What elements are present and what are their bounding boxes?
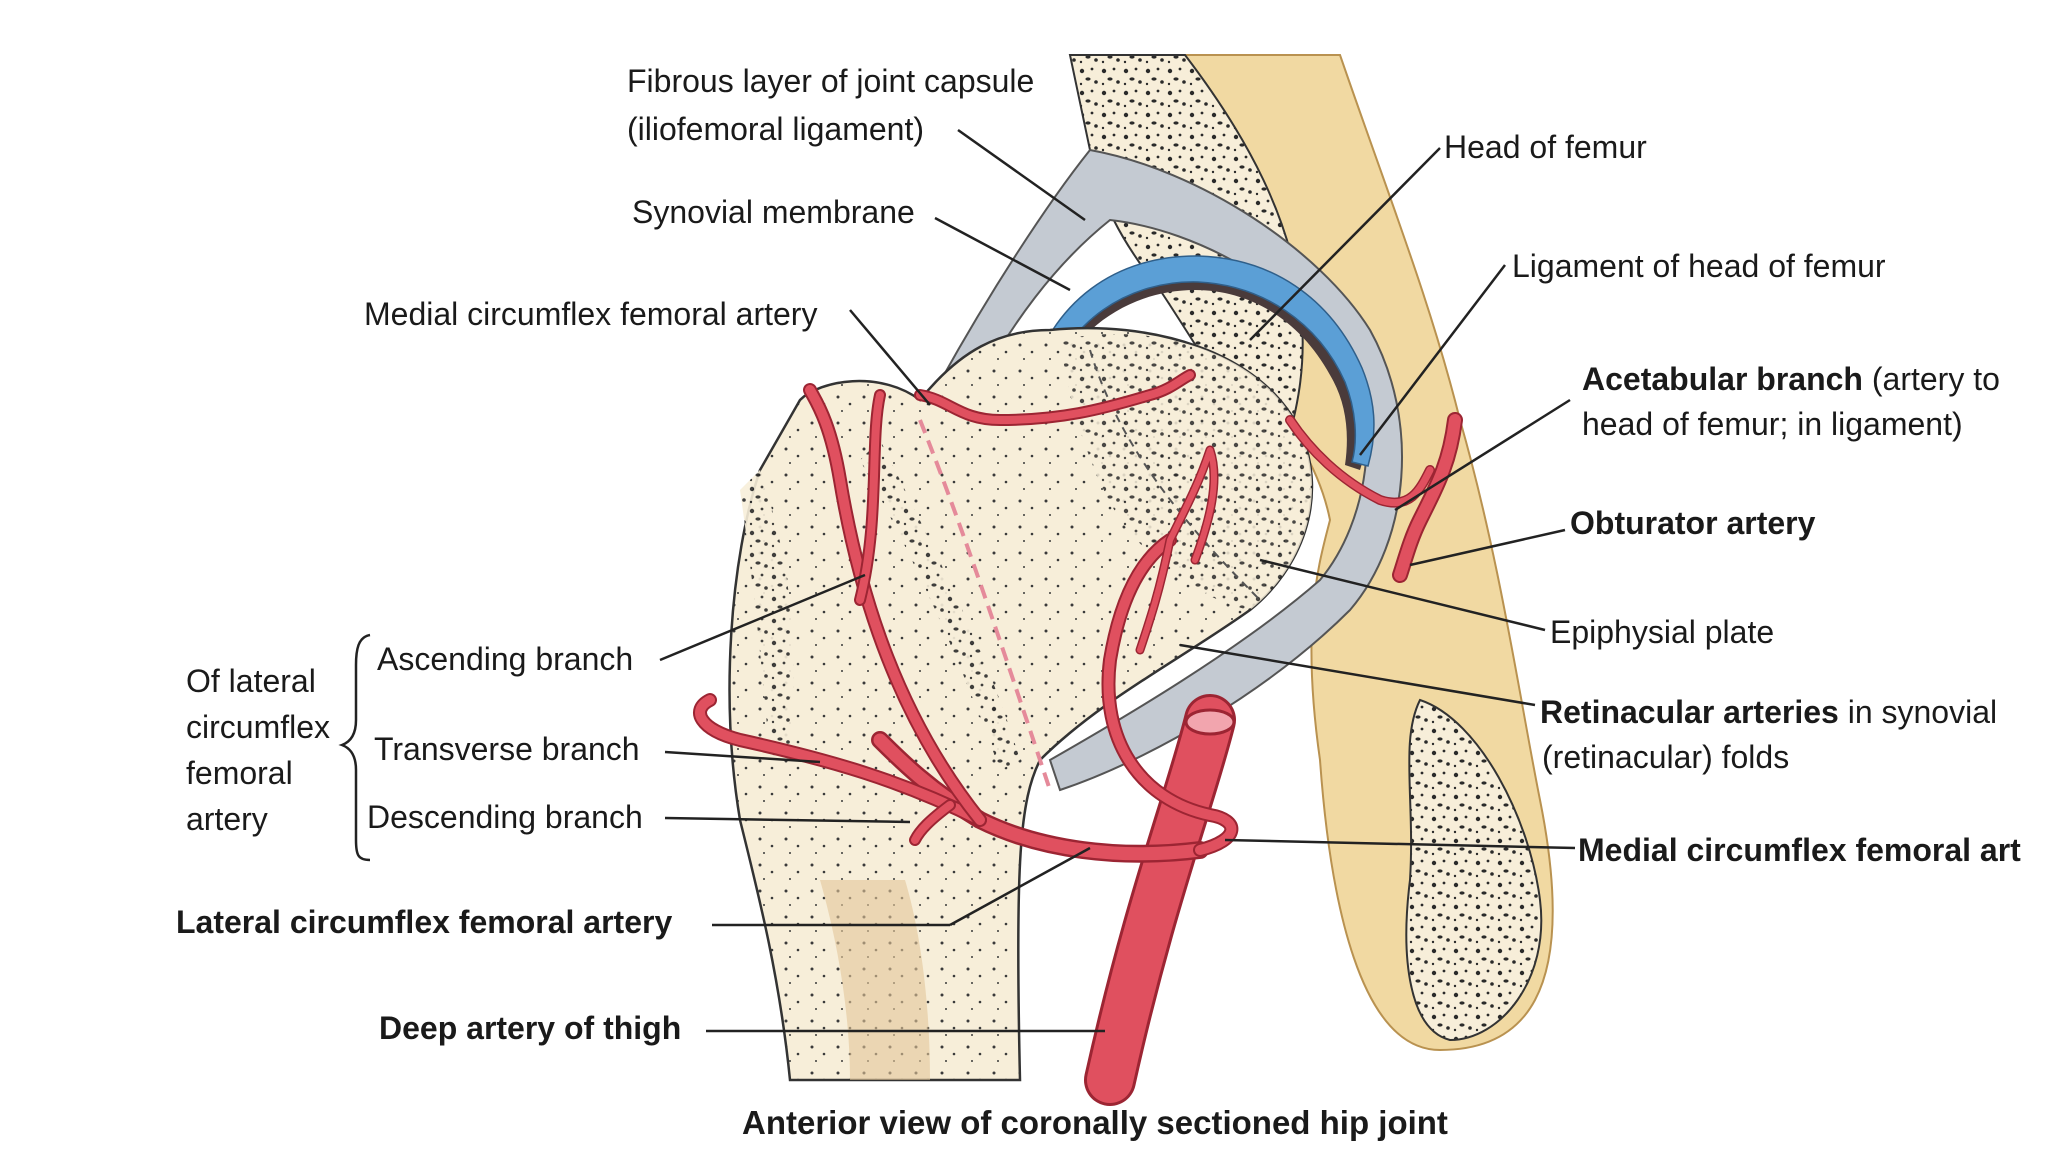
label-deep-artery-of-thigh: Deep artery of thigh (379, 1010, 682, 1046)
label-fibrous-layer: Fibrous layer of joint capsule (627, 63, 1035, 99)
figure-caption: Anterior view of coronally sectioned hip… (742, 1104, 1448, 1141)
label-medial-circumflex-bottom: Medial circumflex femoral art (1578, 832, 2021, 868)
label-acetabular-line2: head of femur; in ligament) (1582, 406, 1963, 442)
label-acetabular-rest: (artery to (1862, 361, 2000, 397)
label-iliofemoral-ligament: (iliofemoral ligament) (627, 111, 924, 147)
label-retinacular-line2: (retinacular) folds (1542, 739, 1790, 775)
label-retinacular-rest: in synovial (1838, 694, 1998, 730)
label-head-of-femur: Head of femur (1444, 129, 1647, 165)
joint-cavity (1030, 261, 1368, 470)
arteries (693, 369, 1463, 1106)
label-obturator-artery: Obturator artery (1570, 505, 1816, 541)
label-of-lateral: Of lateral (186, 663, 316, 699)
label-femoral: femoral (186, 755, 293, 791)
label-synovial-membrane: Synovial membrane (632, 194, 915, 230)
label-epiphysial-plate: Epiphysial plate (1550, 614, 1775, 650)
label-ligament-of-head: Ligament of head of femur (1512, 248, 1886, 284)
label-lateral-circumflex: Lateral circumflex femoral artery (176, 904, 673, 940)
label-retinacular-arteries: Retinacular arteries in synovial (1540, 693, 1997, 731)
label-descending-branch: Descending branch (367, 799, 643, 835)
articular-cartilage (1027, 255, 1375, 467)
label-acetabular-branch: Acetabular branch (artery to (1582, 360, 2000, 398)
label-retinacular-bold: Retinacular arteries (1540, 694, 1839, 730)
label-acetabular-bold: Acetabular branch (1582, 361, 1863, 397)
label-circumflex: circumflex (186, 709, 331, 745)
leader-lines (338, 128, 1576, 1033)
label-transverse-branch: Transverse branch (374, 731, 640, 767)
label-ascending-branch: Ascending branch (377, 641, 634, 677)
label-artery: artery (186, 801, 268, 837)
label-medial-circumflex-top: Medial circumflex femoral artery (364, 296, 818, 332)
